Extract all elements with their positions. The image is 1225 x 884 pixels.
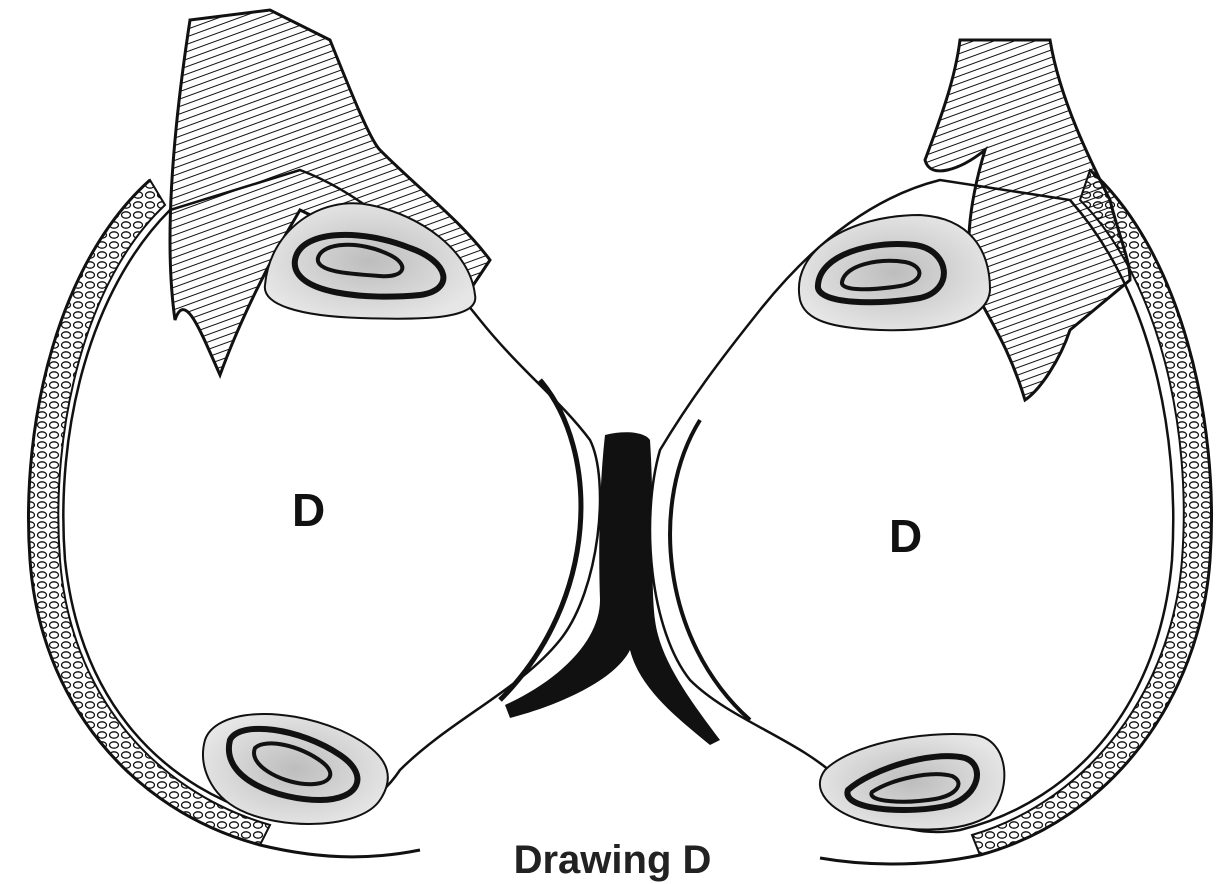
left-lobe: D <box>29 10 601 857</box>
right-region-label: D <box>889 510 922 562</box>
right-upper-gland <box>799 215 990 330</box>
right-lobe: D <box>650 40 1212 864</box>
caption: Drawing D <box>0 836 1225 884</box>
left-region-label: D <box>292 484 325 536</box>
